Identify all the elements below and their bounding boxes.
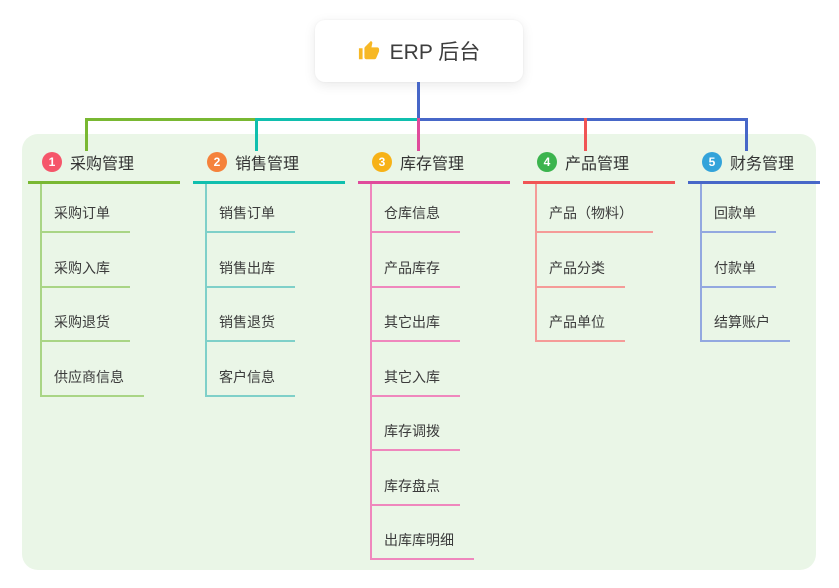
child-node[interactable]: 采购入库 xyxy=(40,233,130,288)
branch-children: 销售订单销售出库销售退货客户信息 xyxy=(205,184,295,397)
root-node[interactable]: ERP 后台 xyxy=(315,20,523,82)
child-node[interactable]: 库存调拨 xyxy=(370,397,460,451)
thumbs-up-icon xyxy=(358,40,379,60)
branch-badge: 3 xyxy=(372,152,392,172)
child-node[interactable]: 库存盘点 xyxy=(370,451,460,506)
branch-title: 采购管理 xyxy=(70,156,135,173)
branch-column: 5 财务管理 回款单付款单结算账户 xyxy=(688,150,820,342)
branch-children: 回款单付款单结算账户 xyxy=(700,184,790,342)
branch-column: 3 库存管理 仓库信息产品库存其它出库其它入库库存调拨库存盘点出库库明细 xyxy=(358,150,510,560)
branch-node[interactable]: 5 财务管理 xyxy=(688,150,820,184)
connector-segment-right xyxy=(419,118,748,121)
root-connector-line xyxy=(417,82,420,121)
child-node[interactable]: 产品单位 xyxy=(535,288,625,342)
branch-title: 销售管理 xyxy=(235,156,300,173)
branch-badge: 2 xyxy=(207,152,227,172)
child-node[interactable]: 结算账户 xyxy=(700,288,790,342)
branch-title: 产品管理 xyxy=(565,156,630,173)
branch-title: 库存管理 xyxy=(400,156,465,173)
child-node[interactable]: 销售退货 xyxy=(205,288,295,342)
branch-children: 产品（物料）产品分类产品单位 xyxy=(535,184,653,342)
branch-title: 财务管理 xyxy=(730,156,795,173)
branch-node[interactable]: 1 采购管理 xyxy=(28,150,180,184)
child-node[interactable]: 采购订单 xyxy=(40,184,130,233)
connector-segment-sales xyxy=(256,118,419,121)
child-node[interactable]: 采购退货 xyxy=(40,288,130,342)
branch-column: 2 销售管理 销售订单销售出库销售退货客户信息 xyxy=(193,150,345,397)
branch-drop-line-3 xyxy=(417,118,420,151)
child-node[interactable]: 销售订单 xyxy=(205,184,295,233)
child-node[interactable]: 产品库存 xyxy=(370,233,460,288)
child-node[interactable]: 产品分类 xyxy=(535,233,625,288)
child-node[interactable]: 销售出库 xyxy=(205,233,295,288)
child-node[interactable]: 供应商信息 xyxy=(40,342,144,397)
child-node[interactable]: 其它入库 xyxy=(370,342,460,397)
branch-drop-line-5 xyxy=(745,118,748,151)
child-node[interactable]: 客户信息 xyxy=(205,342,295,397)
branch-badge: 5 xyxy=(702,152,722,172)
branch-node[interactable]: 3 库存管理 xyxy=(358,150,510,184)
branch-drop-line-2 xyxy=(255,118,258,151)
background-panel xyxy=(22,134,816,570)
branch-children: 采购订单采购入库采购退货供应商信息 xyxy=(40,184,144,397)
branch-children: 仓库信息产品库存其它出库其它入库库存调拨库存盘点出库库明细 xyxy=(370,184,474,560)
child-node[interactable]: 出库库明细 xyxy=(370,506,474,560)
connector-segment-purchase xyxy=(85,118,256,121)
branch-node[interactable]: 4 产品管理 xyxy=(523,150,675,184)
branch-drop-line-4 xyxy=(584,118,587,151)
branch-node[interactable]: 2 销售管理 xyxy=(193,150,345,184)
child-node[interactable]: 仓库信息 xyxy=(370,184,460,233)
child-node[interactable]: 回款单 xyxy=(700,184,776,233)
child-node[interactable]: 其它出库 xyxy=(370,288,460,342)
child-node[interactable]: 付款单 xyxy=(700,233,776,288)
branch-badge: 4 xyxy=(537,152,557,172)
child-node[interactable]: 产品（物料） xyxy=(535,184,653,233)
branch-column: 4 产品管理 产品（物料）产品分类产品单位 xyxy=(523,150,675,342)
branch-badge: 1 xyxy=(42,152,62,172)
branch-column: 1 采购管理 采购订单采购入库采购退货供应商信息 xyxy=(28,150,180,397)
root-title: ERP 后台 xyxy=(389,41,481,64)
branch-drop-line-1 xyxy=(85,118,88,151)
